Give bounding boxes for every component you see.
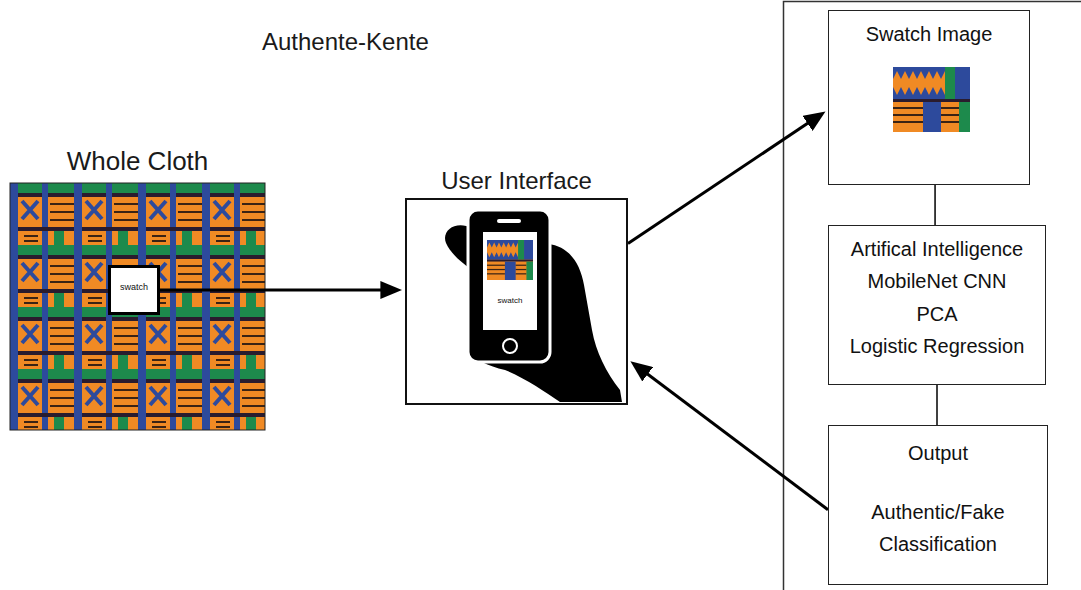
flow-arrow — [637, 366, 828, 510]
kente-cloth — [10, 183, 265, 430]
swatch-image-art — [893, 67, 970, 132]
node-label: Output — [908, 438, 968, 468]
node-frame: swatch — [483, 232, 537, 330]
node-detail: Logistic Regression — [850, 330, 1025, 362]
system-panel — [784, 2, 1081, 590]
node-heading: User Interface — [405, 163, 628, 198]
connector-line — [936, 385, 938, 425]
node-frame: swatch — [10, 183, 265, 430]
node-detail: PCA — [916, 298, 957, 330]
node-detail: MobileNet CNN — [868, 264, 1007, 298]
process-box: Artifical IntelligenceMobileNet CNNPCALo… — [828, 225, 1046, 385]
node-label: swatch — [498, 296, 523, 306]
flow-arrow — [160, 289, 394, 292]
node-frame: swatch — [405, 198, 628, 405]
diagram-title: Authente-Kente — [262, 26, 429, 58]
node-label: Artifical Intelligence — [851, 234, 1023, 264]
node-label: swatch — [120, 282, 148, 293]
phone-screen: swatch — [483, 232, 537, 330]
node-frame: OutputAuthentic/Fake Classification — [828, 425, 1048, 585]
output-box: OutputAuthentic/Fake Classification — [828, 425, 1048, 585]
node-frame: Swatch Image — [828, 10, 1030, 185]
node-detail: Authentic/Fake Classification — [851, 496, 1026, 560]
node-label: Swatch Image — [866, 19, 993, 49]
flow-arrow — [628, 116, 819, 244]
hand-phone-icon — [445, 210, 622, 402]
cloth-image: Whole Cloth swatch — [10, 140, 265, 430]
connector-line — [934, 185, 936, 225]
user-interface-box: User Interface swatch — [405, 163, 628, 405]
process-box: Swatch Image — [828, 10, 1030, 185]
node-frame: Artifical IntelligenceMobileNet CNNPCALo… — [828, 225, 1046, 385]
node-frame: swatch — [108, 265, 160, 315]
node-heading: Whole Cloth — [10, 140, 265, 183]
swatch-box: swatch — [108, 265, 160, 315]
